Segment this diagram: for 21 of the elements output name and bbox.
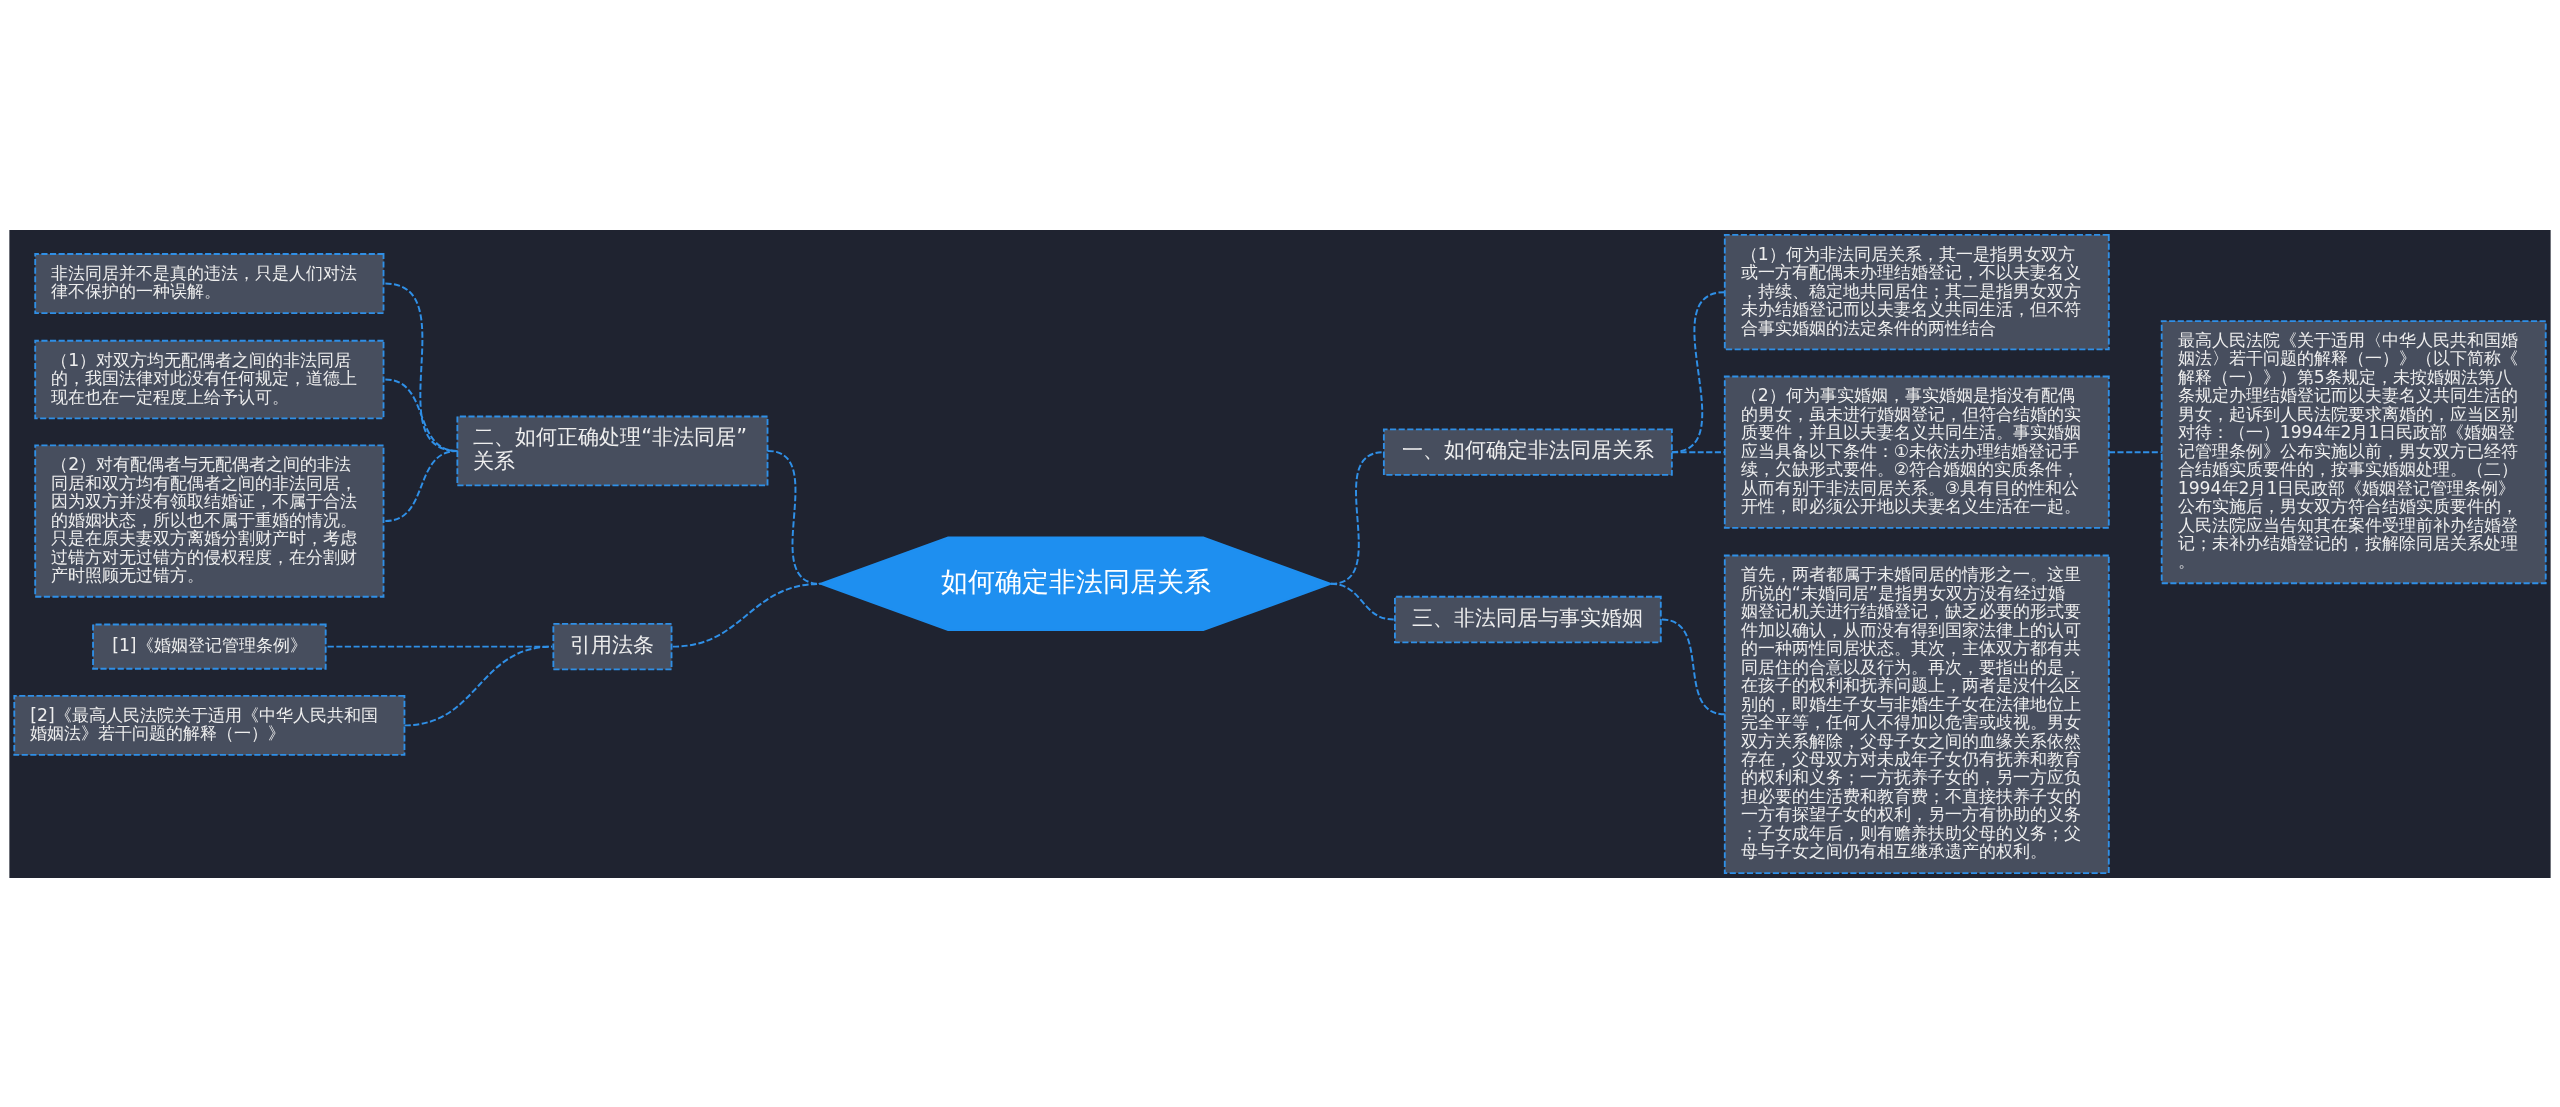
node-box: 引用法条 — [552, 622, 673, 670]
node-box: （1）何为非法同居关系，其一是指男女双方或一方有配偶未办理结婚登记，不以夫妻名义，持续、稳定地共同居住；其二是指男女双方未办结婚登记而以夫妻名义共同生活，但不符合事实婚姻的法定条件的两性结合 — [1723, 233, 2110, 350]
node-box: （2）对有配偶者与无配偶者之间的非法同居和双方均有配偶者之间的非法同居，因为双方并没有领取结婚证，不属于合法的婚姻状态，所以也不属于重婚的情况。只是在原夫妻双方离婚分割财产时，考虑过错方对无过错方的侵权程度，在分割财产时照顾无过错方。 — [34, 443, 385, 598]
connector — [766, 449, 822, 585]
node-box: 二、如何正确处理“非法同居”关系 — [456, 415, 769, 486]
connector — [2107, 450, 2163, 453]
node-box: 最高人民法院《关于适用〈中华人民共和国婚姻法〉若干问题的解释（一）》（以下简称《解释（一）》）第5条规定，未按婚姻法第八条规定办理结婚登记而以夫妻名义共同生活的男女，起诉到人民法院要求离婚的，应当区别对待：（一）1994年2月1日民政部《婚姻登记管理条例》公布实施以前，男女双方已经符合结婚实质要件的，按事实婚姻处理。（二）1994年2月1日民政部《婚姻登记管理条例》公布实施后，男女双方符合结婚实质要件的，人民法院应当告知其在案件受理前补办结婚登记；未补办结婚登记的，按解除同居关系处理。 — [2160, 319, 2547, 584]
connector — [1670, 290, 1726, 453]
connector — [1670, 450, 1726, 453]
node-box: [1]《婚姻登记管理条例》 — [92, 623, 327, 670]
node-box: （2）何为事实婚姻，事实婚姻是指没有配偶的男女，虽未进行婚姻登记，但符合结婚的实质要件，并且以夫妻名义共同生活。事实婚姻应当具备以下条件：①未依法办理结婚登记手续，欠缺形式要件。②符合婚姻的实质条件，从而有别于非法同居关系。③具有目的性和公开性，即必须公开地以夫妻名义生活在一起。 — [1723, 375, 2110, 529]
node-box: （1）对双方均无配偶者之间的非法同居的，我国法律对此没有任何规定，道德上现在也在一定程度上给予认可。 — [34, 339, 385, 419]
connector — [1329, 582, 1395, 621]
connector — [384, 449, 459, 522]
node-box: 一、如何确定非法同居关系 — [1382, 427, 1673, 476]
node-box: 三、非法同居与事实婚姻 — [1394, 595, 1662, 643]
node-box: 非法同居并不是真的违法，只是人们对法律不保护的一种误解。 — [34, 252, 385, 314]
node-box: [2]《最高人民法院关于适用《中华人民共和国婚姻法》若干问题的解释（一）》 — [13, 694, 406, 756]
node-box: 首先，两者都属于未婚同居的情形之一。这里所说的“未婚同居”是指男女双方没有经过婚姻登记机关进行结婚登记，缺乏必要的形式要件加以确认，从而没有得到国家法律上的认可的一种两性同居状态。其次，主体双方都有共同居住的合意以及行为。再次，要指出的是，在孩子的权利和抚养问题上，两者是没什么区别的，即婚生子女与非婚生子女在法律地位上完全平等，任何人不得加以危害或歧视。男女双方关系解除，父母子女之间的血缘关系依然存在，父母双方对未成年子女仍有抚养和教育的权利和义务；一方抚养子女的，另一方应负担必要的生活费和教育费；不直接扶养子女的一方有探望子女的权利，另一方有协助的义务；子女成年后，则有赡养扶助父母的义务；父母与子女之间仍有相互继承遗产的权利。 — [1723, 554, 2110, 874]
connector — [403, 645, 554, 726]
connector — [1661, 618, 1726, 715]
